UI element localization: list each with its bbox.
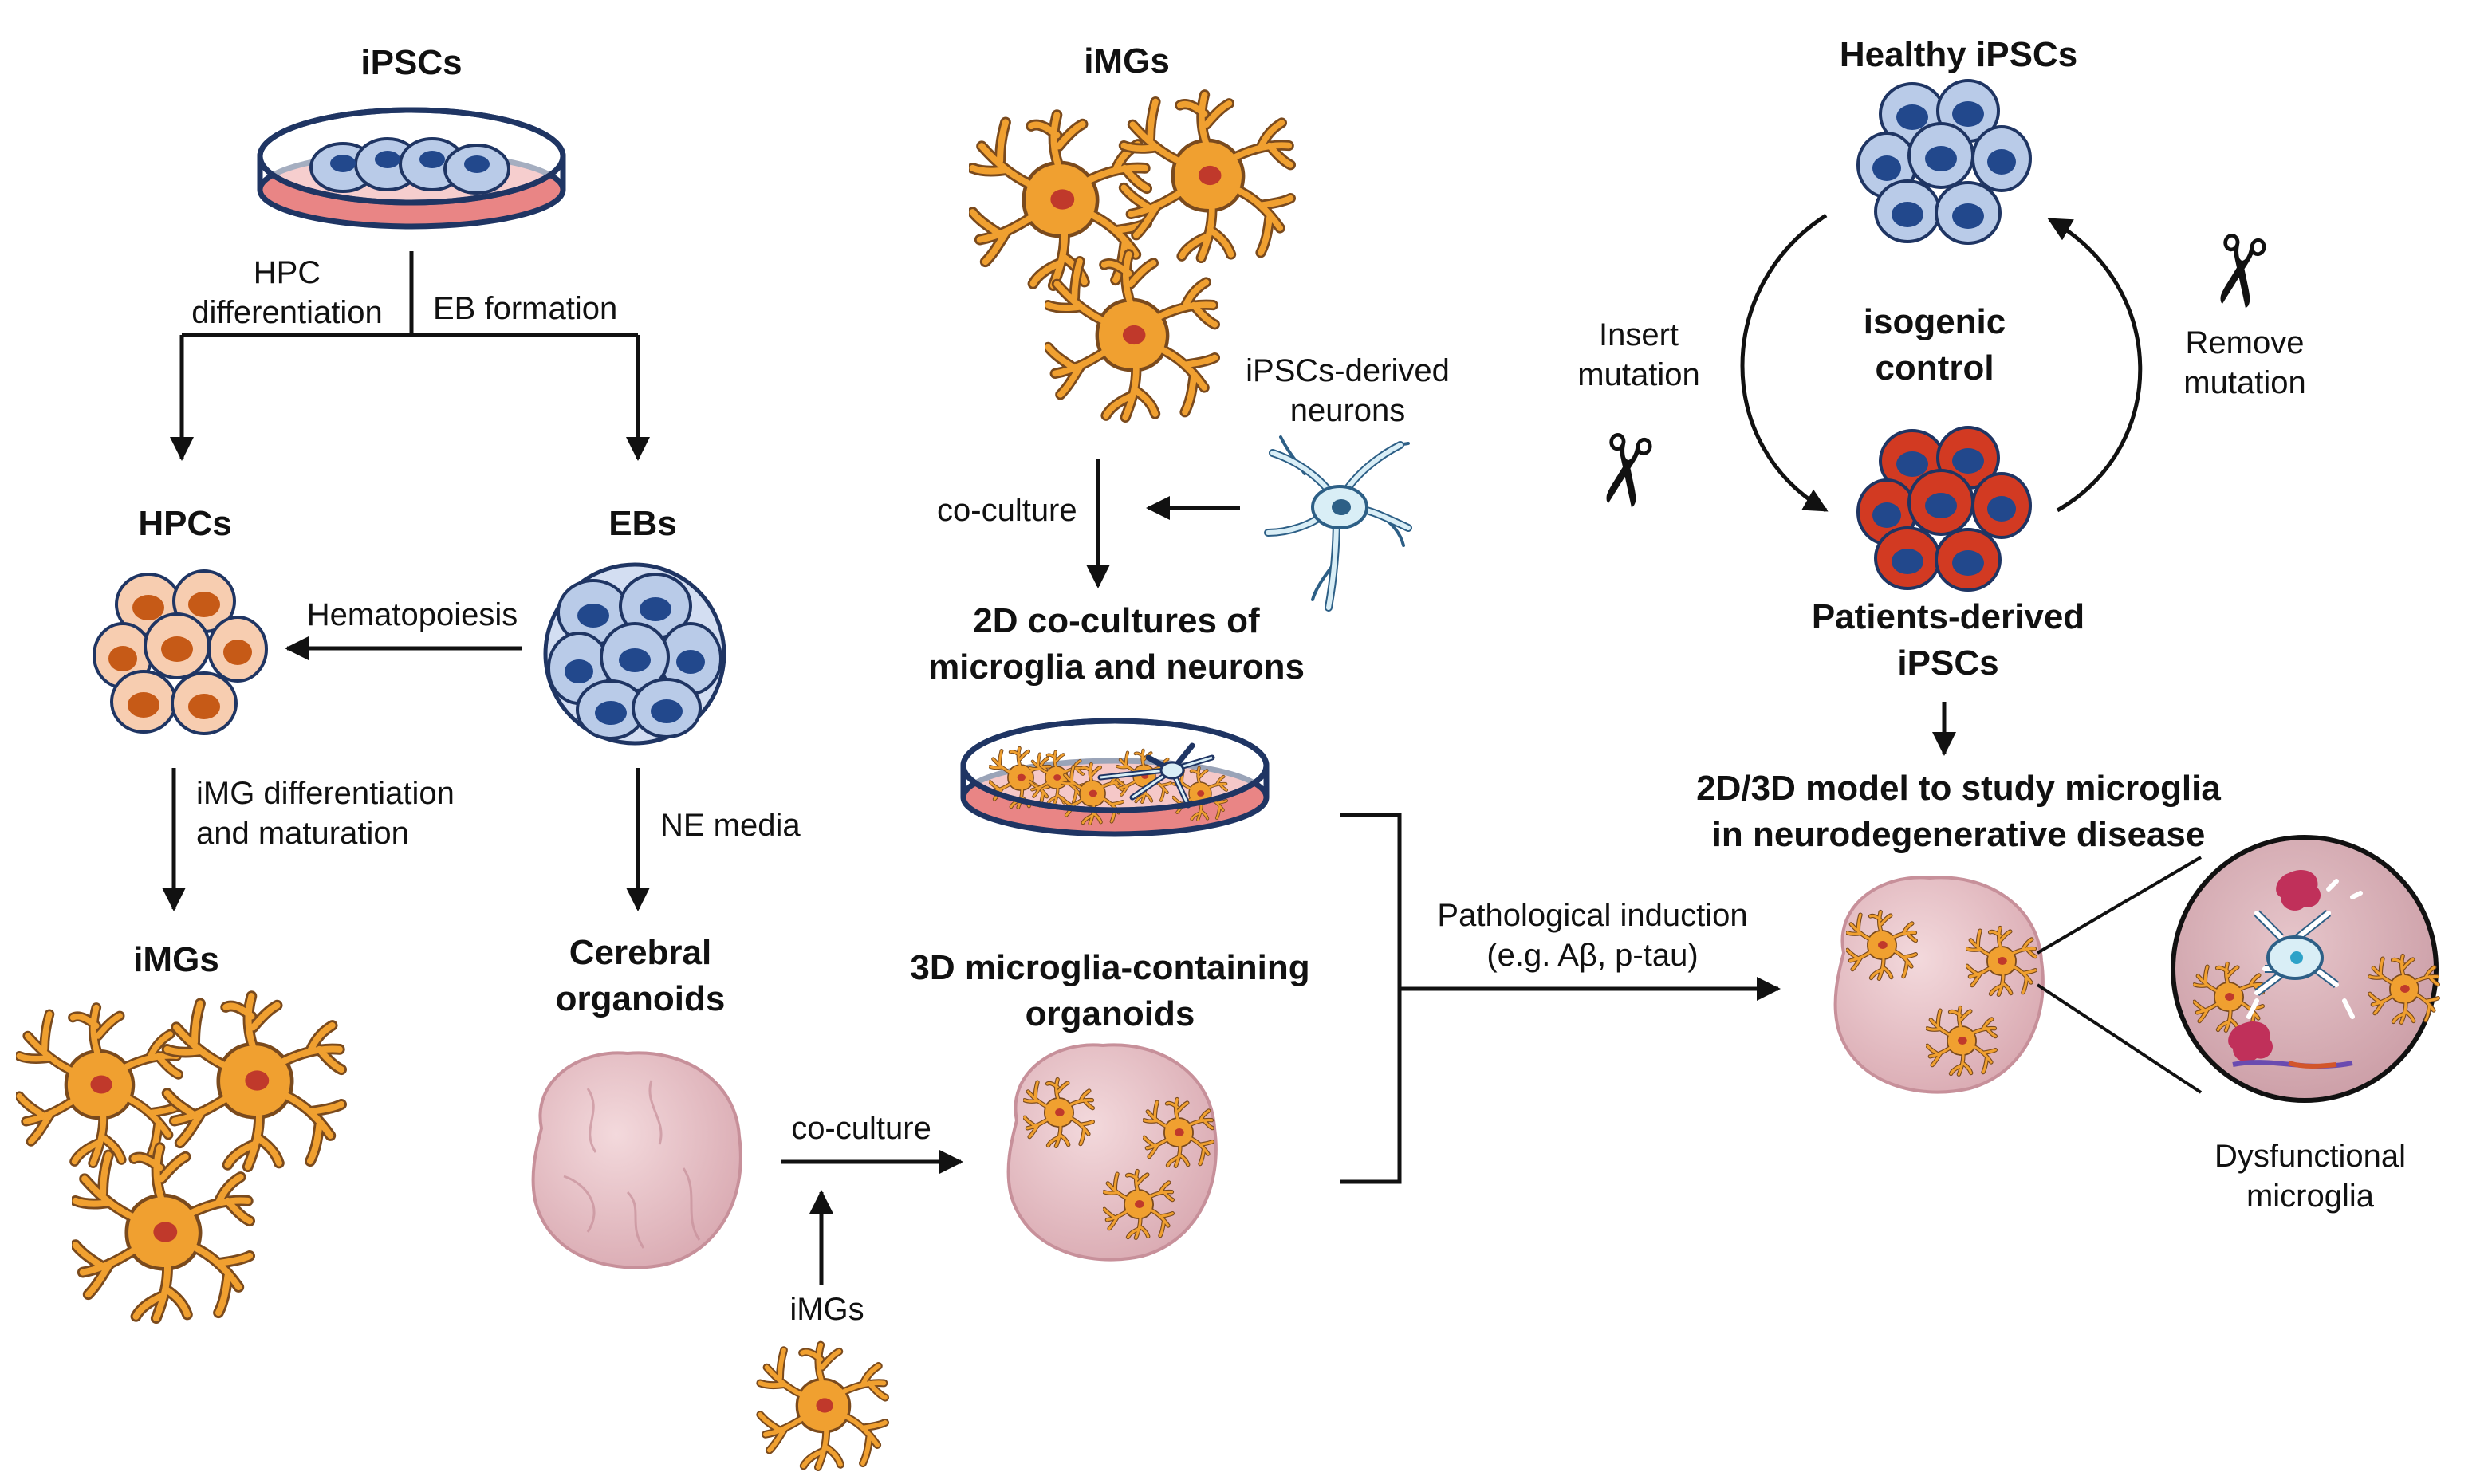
cerebral-organoid [531,1051,742,1269]
hpcs-title: HPCs [138,504,232,543]
imgs-left-group [19,996,341,1318]
scissors-icon: ✂ [1561,421,1685,520]
imgs-bottom-cell [760,1345,885,1467]
healthy-ipscs-title: Healthy iPSCs [1839,35,2078,74]
imgs-top-title: iMGs [1084,41,1170,81]
coculture-2d-dish [960,718,1270,837]
patient-ipsc-cluster [1856,426,2032,592]
hpc-cluster [93,569,268,735]
diseased-organoid [1833,876,2045,1094]
imgs-left-title: iMGs [133,940,219,979]
ne-media-label: NE media [660,808,801,843]
insert-mutation-arrow [1740,213,1829,513]
coculture-bottom-label: co-culture [791,1111,931,1146]
scissors-icon: ✂ [2175,222,2299,321]
pathological-bracket [1340,813,1781,1184]
neuron-illustration [1264,435,1412,612]
eb-formation-label: EB formation [433,291,618,326]
pathological-induction-label: Pathological induction(e.g. Aβ, p-tau) [1437,898,1748,973]
ipscs-title: iPSCs [360,43,463,82]
microglia-organoid-3d [1006,1043,1218,1262]
remove-mutation-arrow [2047,217,2143,513]
hematopoiesis-label: Hematopoiesis [306,597,518,632]
ebs-title: EBs [608,504,677,543]
healthy-ipsc-cluster [1856,79,2032,245]
ipsc-petri-dish [257,107,566,230]
coculture-top-label: co-culture [937,493,1077,528]
imgs-top-group [973,95,1291,418]
branch-arrows [170,251,650,461]
eb-cluster [543,562,726,746]
dysfunctional-microglia-inset [2171,835,2438,1103]
imgs-bottom-label: iMGs [789,1292,864,1327]
zoom-lines [2036,856,2203,1094]
